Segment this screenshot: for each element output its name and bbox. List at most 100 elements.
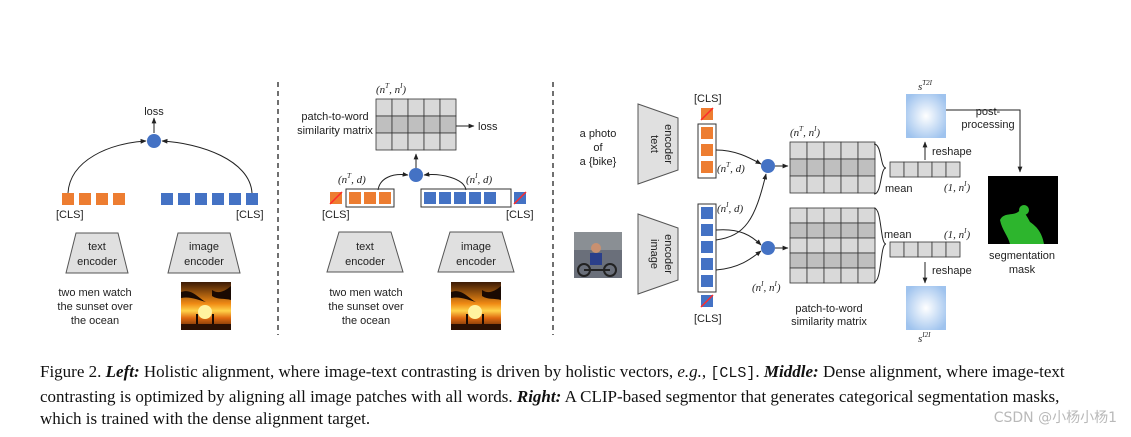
right-t2i-map: [906, 94, 946, 138]
matrix-cell: [823, 267, 842, 284]
middle-panel: (nT, nI) patch-to-word similarity matrix…: [297, 82, 534, 330]
text-token: [79, 193, 91, 205]
middle-cls-image: [CLS]: [506, 209, 534, 221]
right-text-tokens: [697, 107, 717, 179]
middle-similarity-matrix: [375, 98, 457, 151]
left-similarity-dot: [147, 134, 161, 148]
image-token: [424, 192, 436, 204]
matrix-cell: [857, 237, 876, 254]
matrix-cell: [931, 241, 947, 258]
right-text-encoder-l1: text: [648, 135, 660, 153]
right-reshape-bottom: reshape: [932, 265, 972, 277]
matrix-cell: [806, 252, 825, 269]
matrix-cell: [789, 175, 808, 194]
middle-text-dims: (nT, d): [338, 172, 366, 186]
matrix-cell: [857, 141, 876, 160]
matrix-cell: [789, 252, 808, 269]
text-token: [349, 192, 361, 204]
middle-image-encoder-l2: encoder: [456, 256, 496, 268]
middle-cls-text: [CLS]: [322, 209, 350, 221]
figure-caption: Figure 2. Left: Holistic alignment, wher…: [40, 362, 1065, 428]
right-dot-bottom: [761, 241, 775, 255]
image-token: [701, 258, 713, 270]
text-token: [701, 144, 713, 156]
text-token: [701, 127, 713, 139]
matrix-cell: [840, 267, 859, 284]
right-matrix-label-l2: similarity matrix: [791, 316, 867, 328]
middle-matrix-label-l1: patch-to-word: [301, 111, 368, 123]
left-panel: loss [CLS] [CLS] text encoder image enco…: [56, 106, 264, 330]
matrix-cell: [917, 241, 933, 258]
right-mean-top: mean: [885, 183, 913, 195]
right-text-encoder: [637, 103, 679, 185]
right-dot-top: [761, 159, 775, 173]
left-cls-image: [CLS]: [236, 209, 264, 221]
matrix-cell: [806, 222, 825, 239]
right-post-processing-l2: processing: [961, 119, 1014, 131]
caption-middle-label: Middle:: [763, 362, 819, 381]
matrix-cell: [806, 237, 825, 254]
matrix-cell: [903, 161, 919, 178]
matrix-cell: [806, 175, 825, 194]
text-token: [62, 193, 74, 205]
matrix-cell: [407, 132, 425, 151]
right-bottom-matrix: [789, 207, 876, 284]
watermark: CSDN @小杨小杨1: [993, 410, 1117, 426]
left-text-encoder: [65, 232, 129, 274]
right-mask-label-l2: mask: [1009, 264, 1036, 276]
caption-cls: [CLS]: [710, 365, 756, 382]
right-image-tokens: [697, 203, 717, 308]
matrix-cell: [423, 98, 441, 117]
image-token: [439, 192, 451, 204]
caption-left-label: Left:: [105, 362, 140, 381]
matrix-cell: [823, 222, 842, 239]
middle-image-tokens: [420, 188, 527, 208]
matrix-cell: [823, 252, 842, 269]
matrix-cell: [840, 175, 859, 194]
left-image-encoder-l1: image: [189, 241, 219, 253]
image-token: [454, 192, 466, 204]
right-input-image: [574, 232, 622, 278]
left-image-encoder: [167, 232, 241, 274]
middle-loss-label: loss: [478, 121, 498, 133]
middle-text-tokens: [329, 188, 395, 208]
image-token: [195, 193, 207, 205]
matrix-cell: [823, 175, 842, 194]
matrix-cell: [823, 158, 842, 177]
matrix-cell: [423, 115, 441, 134]
text-token: [364, 192, 376, 204]
right-s-t2i: sT2I: [918, 79, 933, 93]
figure-diagram: loss [CLS] [CLS] text encoder image enco…: [56, 79, 1058, 345]
text-token: [96, 193, 108, 205]
brace-top: [873, 143, 887, 195]
left-image-tokens: [161, 193, 258, 205]
matrix-cell: [806, 158, 825, 177]
matrix-cell: [407, 115, 425, 134]
matrix-cell: [439, 98, 457, 117]
matrix-cell: [857, 222, 876, 239]
right-prompt-l2: of: [593, 142, 603, 154]
left-sunset-image: [181, 282, 231, 330]
image-token: [246, 193, 258, 205]
middle-matrix-dims: (nT, nI): [376, 82, 406, 96]
matrix-cell: [789, 141, 808, 160]
matrix-cell: [375, 132, 393, 151]
image-token: [701, 224, 713, 236]
middle-text-encoder-l1: text: [356, 241, 374, 253]
right-image-dims: (nI, d): [717, 201, 744, 215]
brace-bottom: [873, 207, 887, 283]
matrix-cell: [840, 252, 859, 269]
matrix-cell: [840, 158, 859, 177]
matrix-cell: [840, 222, 859, 239]
matrix-cell: [789, 267, 808, 284]
matrix-cell: [806, 267, 825, 284]
right-prompt-l3: a {bike}: [580, 156, 617, 168]
right-segmentation-mask: [988, 176, 1058, 244]
matrix-cell: [840, 207, 859, 224]
middle-caption-l1: two men watch: [329, 287, 402, 299]
caption-middle-text: Dense alignment, where image-text contra…: [40, 362, 1065, 406]
right-vec-bottom: [889, 241, 961, 258]
text-token: [379, 192, 391, 204]
left-text-encoder-l1: text: [88, 241, 106, 253]
caption-eg: e.g.: [677, 362, 702, 381]
